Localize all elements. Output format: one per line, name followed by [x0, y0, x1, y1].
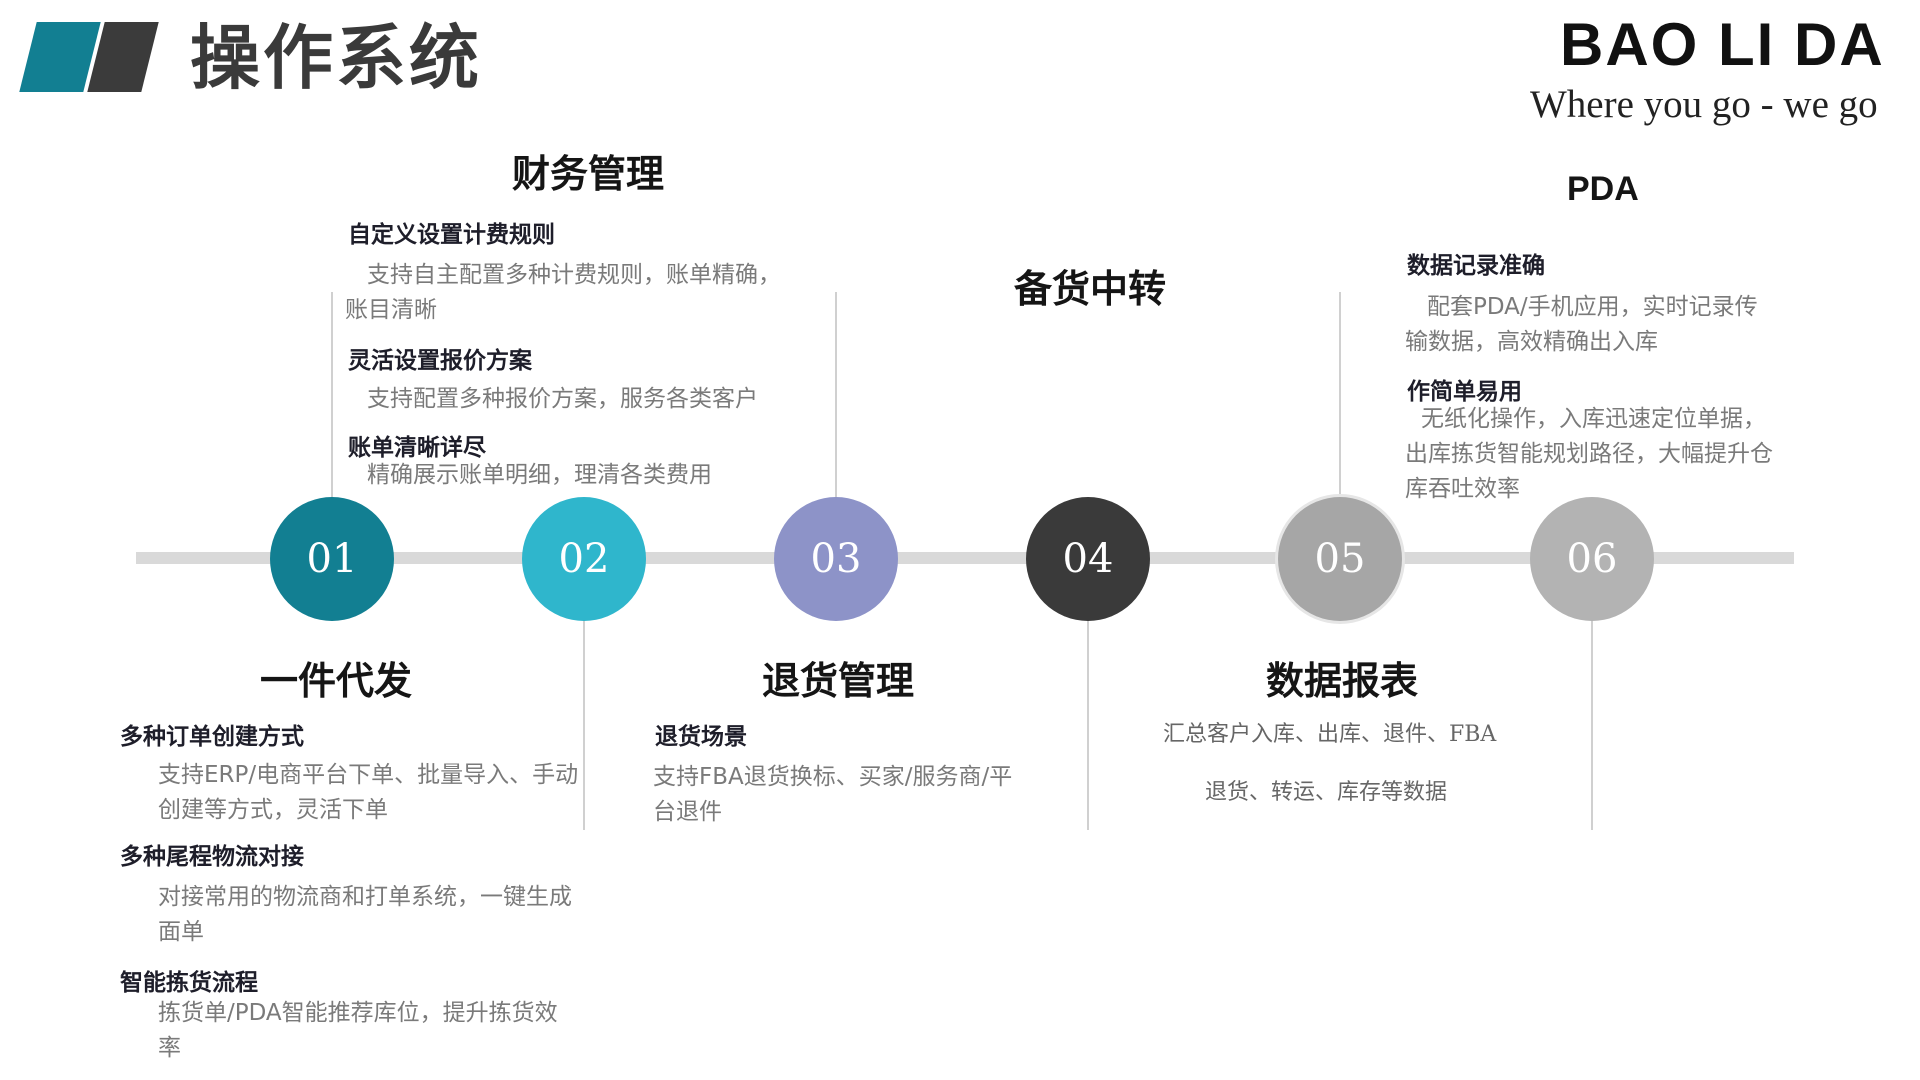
s1-item1-desc: 支持ERP/电商平台下单、批量导入、手动创建等方式，灵活下单 [158, 762, 579, 823]
s3-item1-desc: 支持FBA退货换标、买家/服务商/平台退件 [653, 764, 1013, 825]
s1-item3-desc: 拣货单/PDA智能推荐库位，提升拣货效率 [158, 1000, 558, 1061]
section-title-s2: 财务管理 [512, 152, 665, 196]
section-title-s3: 退货管理 [762, 659, 915, 703]
s6-item2-title: 作简单易用 [1407, 379, 1522, 405]
s6-item2-desc: 无纸化操作，入库迅速定位单据，出库拣货智能规划路径，大幅提升仓库吞吐效率 [1405, 406, 1773, 502]
s2-item1-title: 自定义设置计费规则 [348, 222, 555, 248]
step-circle-04: 04 [1026, 497, 1150, 621]
s5-desc-line2: 退货、转运、库存等数据 [1205, 780, 1448, 805]
section-title-s4: 备货中转 [1014, 267, 1167, 311]
brand-slogan: Where you go - we go [1530, 83, 1878, 126]
connector-06 [1591, 620, 1593, 830]
s1-item2-title: 多种尾程物流对接 [120, 844, 304, 870]
s2-item1-desc: 支持自主配置多种计费规则，账单精确，账目清晰 [345, 262, 781, 323]
connector-03 [835, 292, 837, 498]
s3-item1-title: 退货场景 [655, 724, 747, 750]
s6-item1-desc: 配套PDA/手机应用，实时记录传输数据，高效精确出入库 [1405, 294, 1758, 355]
step-circle-03: 03 [774, 497, 898, 621]
section-title-s5: 数据报表 [1266, 659, 1419, 703]
connector-05 [1339, 292, 1341, 498]
connector-04 [1087, 620, 1089, 830]
s1-item1-title: 多种订单创建方式 [120, 724, 304, 750]
s6-item1-title: 数据记录准确 [1407, 253, 1545, 279]
s2-item2-title: 灵活设置报价方案 [348, 348, 532, 374]
step-circle-01: 01 [270, 497, 394, 621]
connector-02 [583, 620, 585, 830]
step-circle-02: 02 [522, 497, 646, 621]
s1-item2-desc: 对接常用的物流商和打单系统，一键生成面单 [158, 884, 572, 945]
logo-bar-teal [19, 22, 101, 92]
s1-item3-title: 智能拣货流程 [120, 970, 258, 996]
s2-item3-title: 账单清晰详尽 [348, 435, 486, 461]
brand-name: BAO LI DA [1560, 11, 1885, 78]
s5-desc-line1: 汇总客户入库、出库、退件、FBA [1163, 722, 1497, 747]
s2-item2-desc: 支持配置多种报价方案，服务各类客户 [367, 386, 758, 412]
page-title: 操作系统 [190, 17, 482, 99]
s2-item3-desc: 精确展示账单明细，理清各类费用 [367, 462, 712, 488]
section-title-s1: 一件代发 [260, 659, 413, 703]
step-circle-05: 05 [1278, 497, 1402, 621]
step-circle-06: 06 [1530, 497, 1654, 621]
connector-01 [331, 292, 333, 498]
section-title-s6: PDA [1567, 170, 1639, 208]
